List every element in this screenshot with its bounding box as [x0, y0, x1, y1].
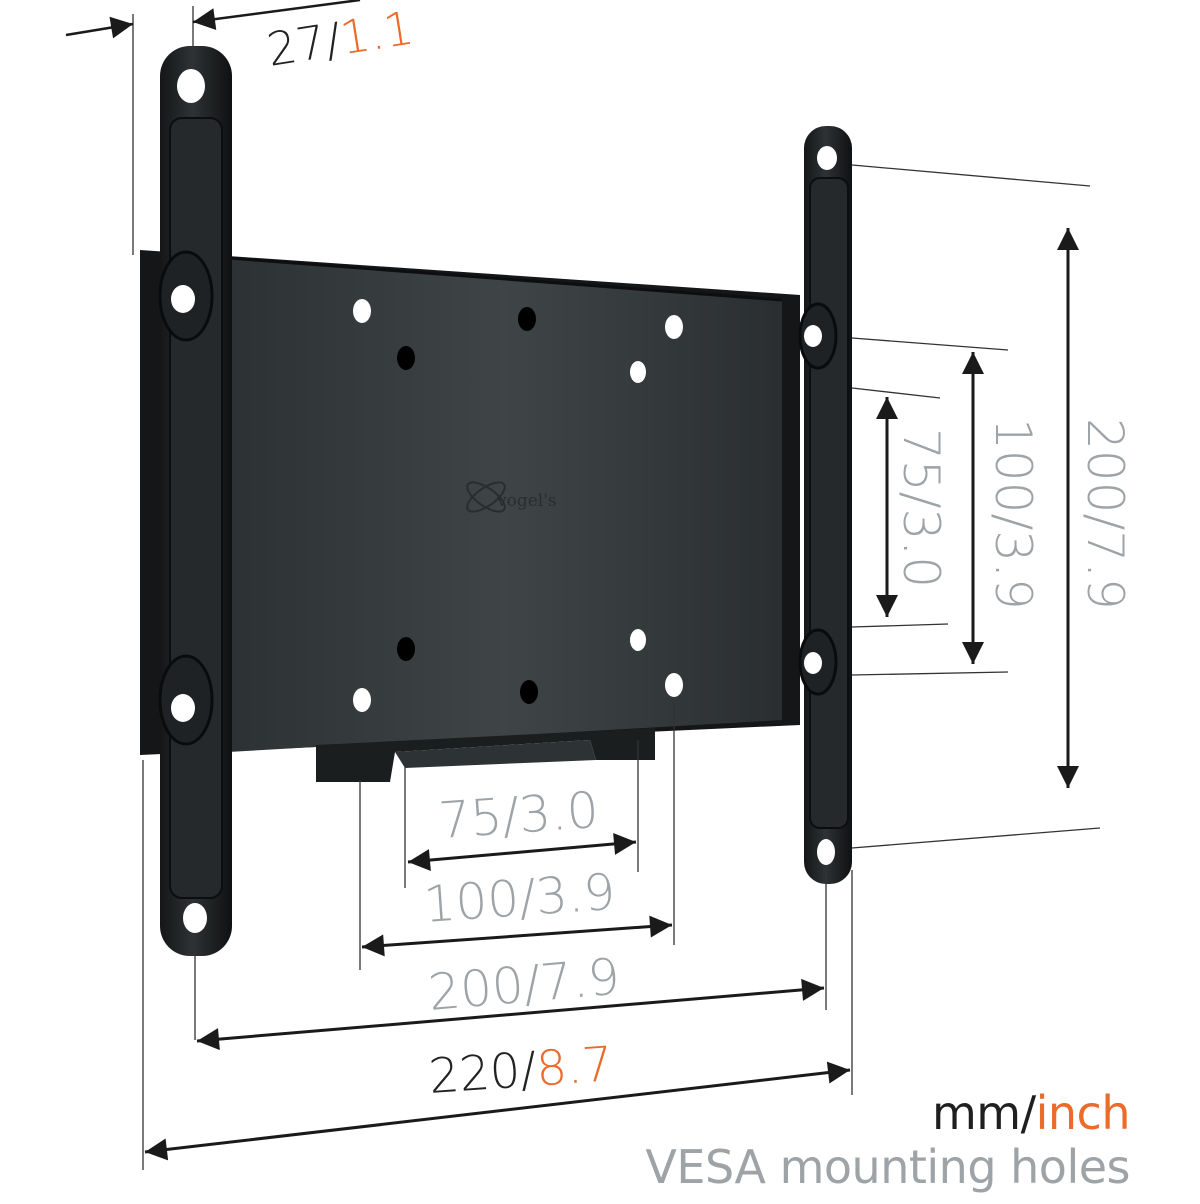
vertical-dimensions — [851, 164, 1101, 849]
depth-label: 27/1.1 — [263, 1, 417, 77]
unit-separator: / — [1020, 1086, 1037, 1140]
dim-75-horizontal-label: 75/3.0 — [437, 781, 601, 850]
dim-75-horizontal-arrow — [407, 832, 637, 872]
dim-75-vertical-label: 75/3.0 — [892, 428, 950, 588]
dim-200-horizontal-arrow — [196, 978, 825, 1051]
depth-dimension: 27/1.1 — [65, 0, 417, 255]
brand-logo: vogel's — [466, 481, 557, 513]
rail-hole — [171, 694, 195, 722]
unit-metric: mm — [931, 1086, 1021, 1140]
dim-100-vertical-label: 100/3.9 — [984, 418, 1042, 610]
rail-hole — [183, 903, 207, 933]
dim-200-horizontal-label: 200/7.9 — [426, 947, 622, 1021]
dim-220-horizontal-label: 220/8.7 — [427, 1036, 615, 1105]
dim-100-horizontal-label: 100/3.9 — [422, 863, 617, 934]
unit-imperial: inch — [1035, 1086, 1131, 1140]
unit-legend: mm/inch — [931, 1086, 1131, 1140]
vesa-back-plate: vogel's — [140, 250, 800, 782]
left-wall-rail — [158, 46, 232, 956]
vesa-holes — [353, 299, 683, 712]
dim-100-horizontal-arrow — [361, 915, 673, 957]
dim-220-horizontal-arrow — [144, 1061, 851, 1161]
rail-hole — [177, 69, 205, 103]
right-wall-rail — [798, 126, 852, 884]
vesa-legend-description: VESA mounting holes — [645, 1140, 1130, 1194]
rail-hole — [171, 285, 195, 313]
horizontal-extension-lines — [142, 700, 853, 1170]
dim-200-vertical-label: 200/7.9 — [1076, 418, 1134, 610]
svg-text:vogel's: vogel's — [496, 491, 557, 511]
